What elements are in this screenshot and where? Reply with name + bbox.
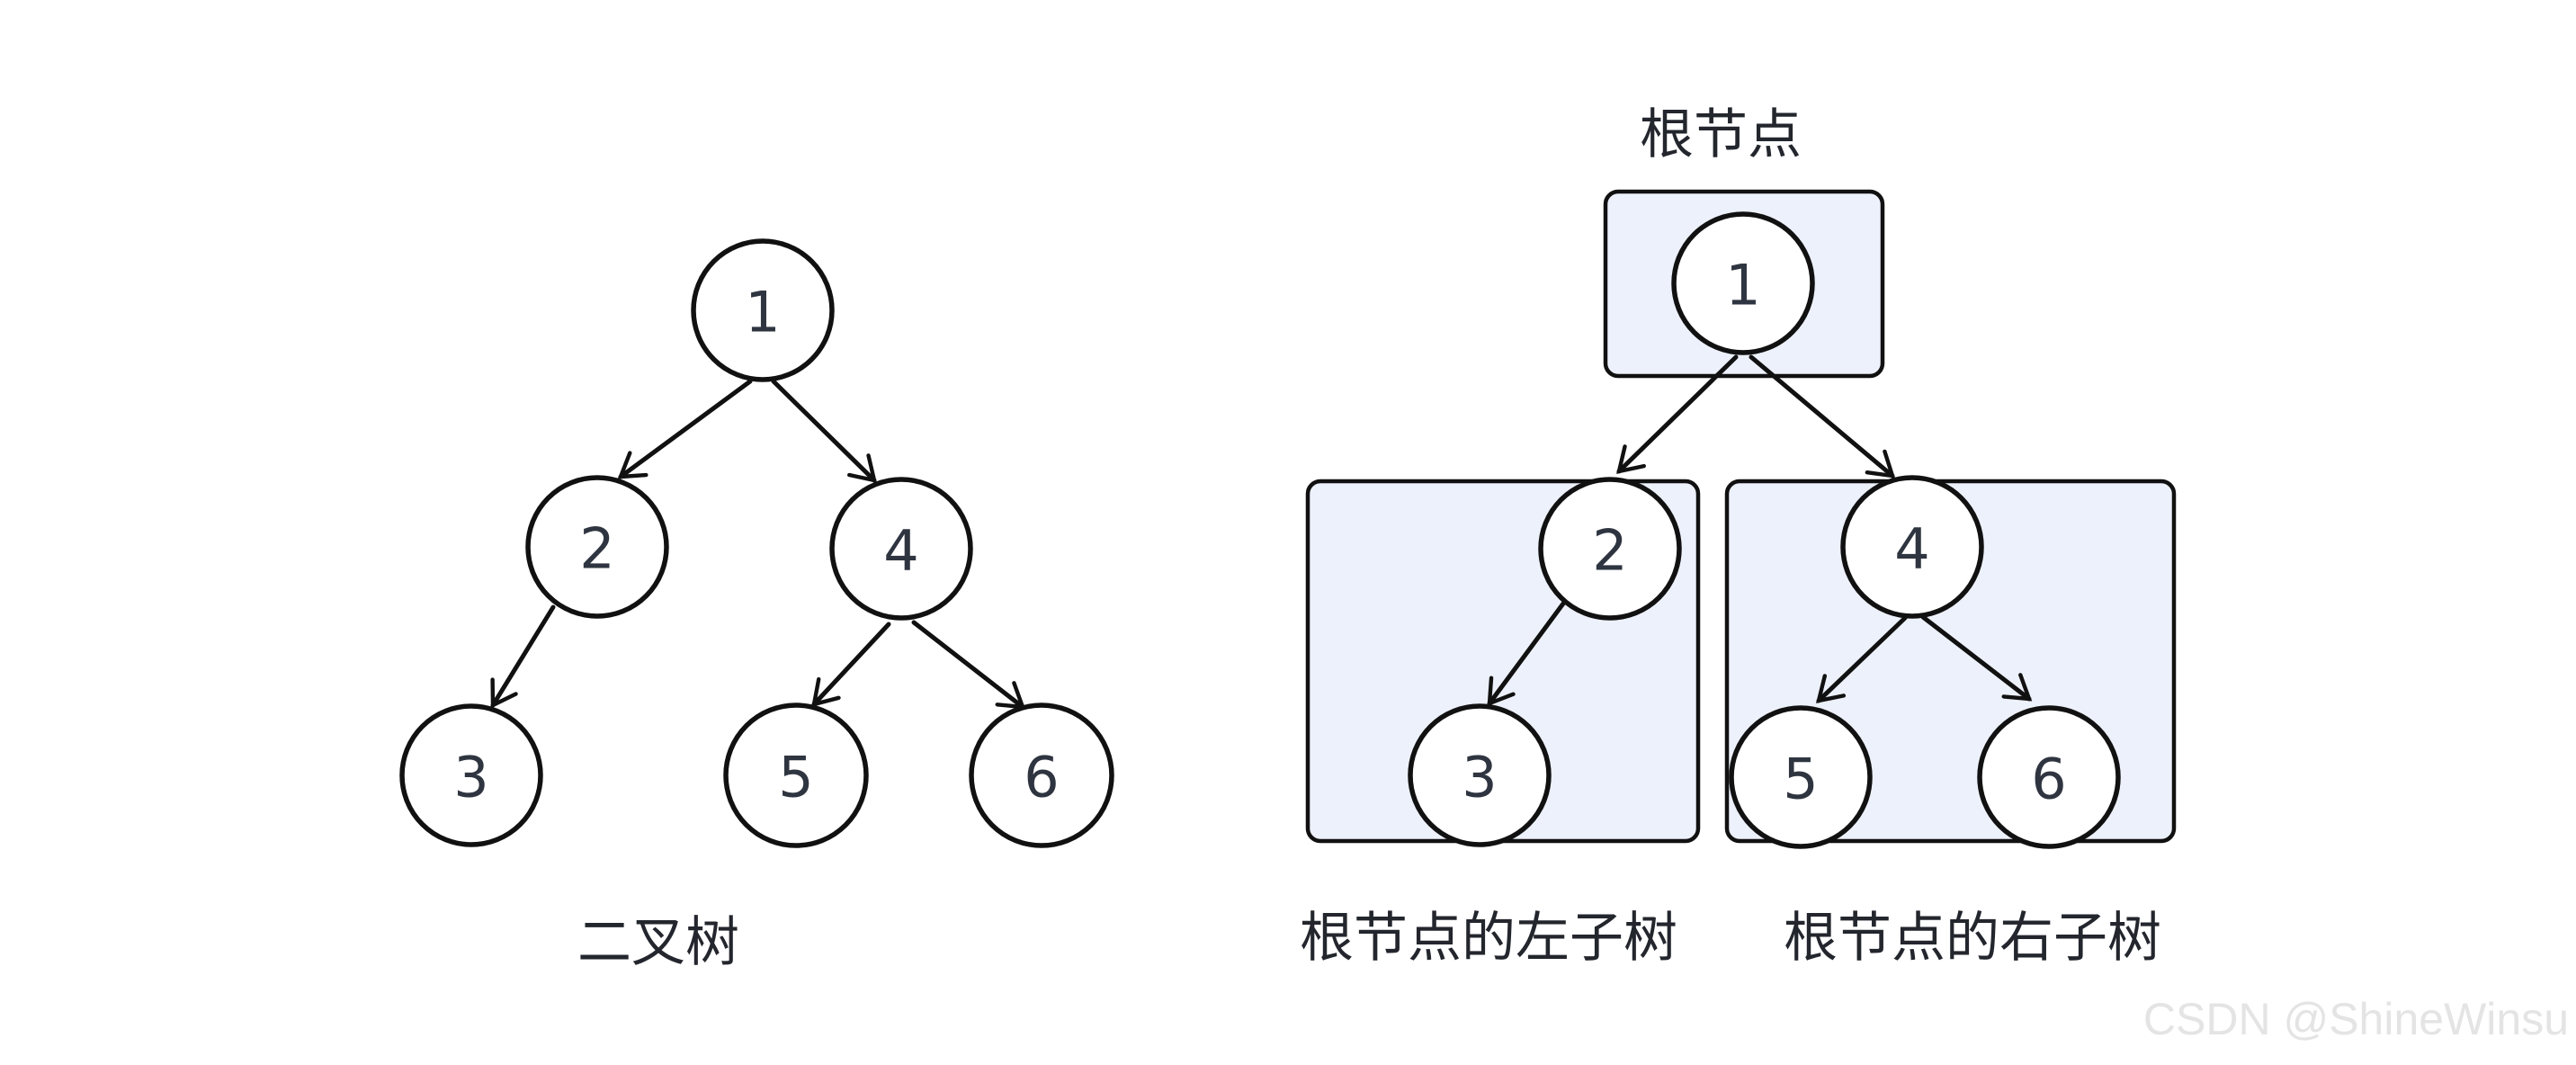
left-tree-caption: 二叉树 bbox=[577, 911, 739, 974]
right-node-5-value: 5 bbox=[1783, 747, 1818, 812]
right-edge-4-6-arrow bbox=[1920, 614, 2033, 702]
left-edge-2-3-arrow bbox=[490, 604, 556, 709]
right-node-6-circle bbox=[1977, 705, 2121, 849]
left-node-5-value: 5 bbox=[778, 745, 813, 810]
left-node-4-circle bbox=[829, 477, 973, 621]
left-edge-1-4-arrow bbox=[771, 379, 877, 483]
right-edge-4-5-arrow bbox=[1816, 615, 1908, 703]
right-node-4-circle bbox=[1840, 475, 1984, 619]
left-node-3-circle bbox=[399, 703, 543, 847]
right-node-3-value: 3 bbox=[1462, 745, 1497, 810]
right-subtree-label: 根节点的右子树 bbox=[1784, 907, 2161, 970]
right-edge-1-2-arrow bbox=[1616, 354, 1739, 474]
right-node-4-value: 4 bbox=[1894, 516, 1929, 582]
left-tree: 1 2 4 3 5 6 二叉树 bbox=[399, 238, 1114, 974]
left-node-4-value: 4 bbox=[883, 518, 918, 584]
left-node-2-circle bbox=[525, 475, 669, 619]
right-node-2-circle bbox=[1538, 477, 1682, 621]
root-node-label: 根节点 bbox=[1640, 103, 1802, 166]
watermark-text: CSDN @ShineWinsu bbox=[2143, 994, 2569, 1044]
left-node-2-value: 2 bbox=[579, 516, 614, 582]
left-node-5-circle bbox=[723, 703, 869, 848]
right-node-1-value: 1 bbox=[1725, 253, 1760, 318]
left-edge-4-5-arrow bbox=[811, 622, 891, 708]
left-edge-4-6-arrow bbox=[911, 620, 1026, 710]
right-edge-1-4-arrow bbox=[1749, 354, 1896, 479]
left-node-6-circle bbox=[969, 703, 1114, 848]
left-node-3-value: 3 bbox=[453, 745, 488, 810]
right-edge-2-3-arrow bbox=[1487, 601, 1566, 707]
right-node-2-value: 2 bbox=[1592, 518, 1627, 584]
right-node-1-circle bbox=[1671, 211, 1815, 355]
left-edge-1-2-arrow bbox=[617, 379, 753, 479]
right-diagram: 1 2 3 4 5 6 根节点 根节点的左子树 根节点的右子树 bbox=[1300, 103, 2177, 970]
left-node-1-value: 1 bbox=[745, 280, 780, 345]
left-subtree-label: 根节点的左子树 bbox=[1300, 907, 1677, 970]
left-node-1-circle bbox=[691, 238, 835, 382]
right-node-6-value: 6 bbox=[2031, 747, 2066, 812]
right-node-5-circle bbox=[1729, 705, 1873, 849]
left-node-6-value: 6 bbox=[1024, 745, 1059, 810]
right-node-3-circle bbox=[1408, 703, 1552, 847]
